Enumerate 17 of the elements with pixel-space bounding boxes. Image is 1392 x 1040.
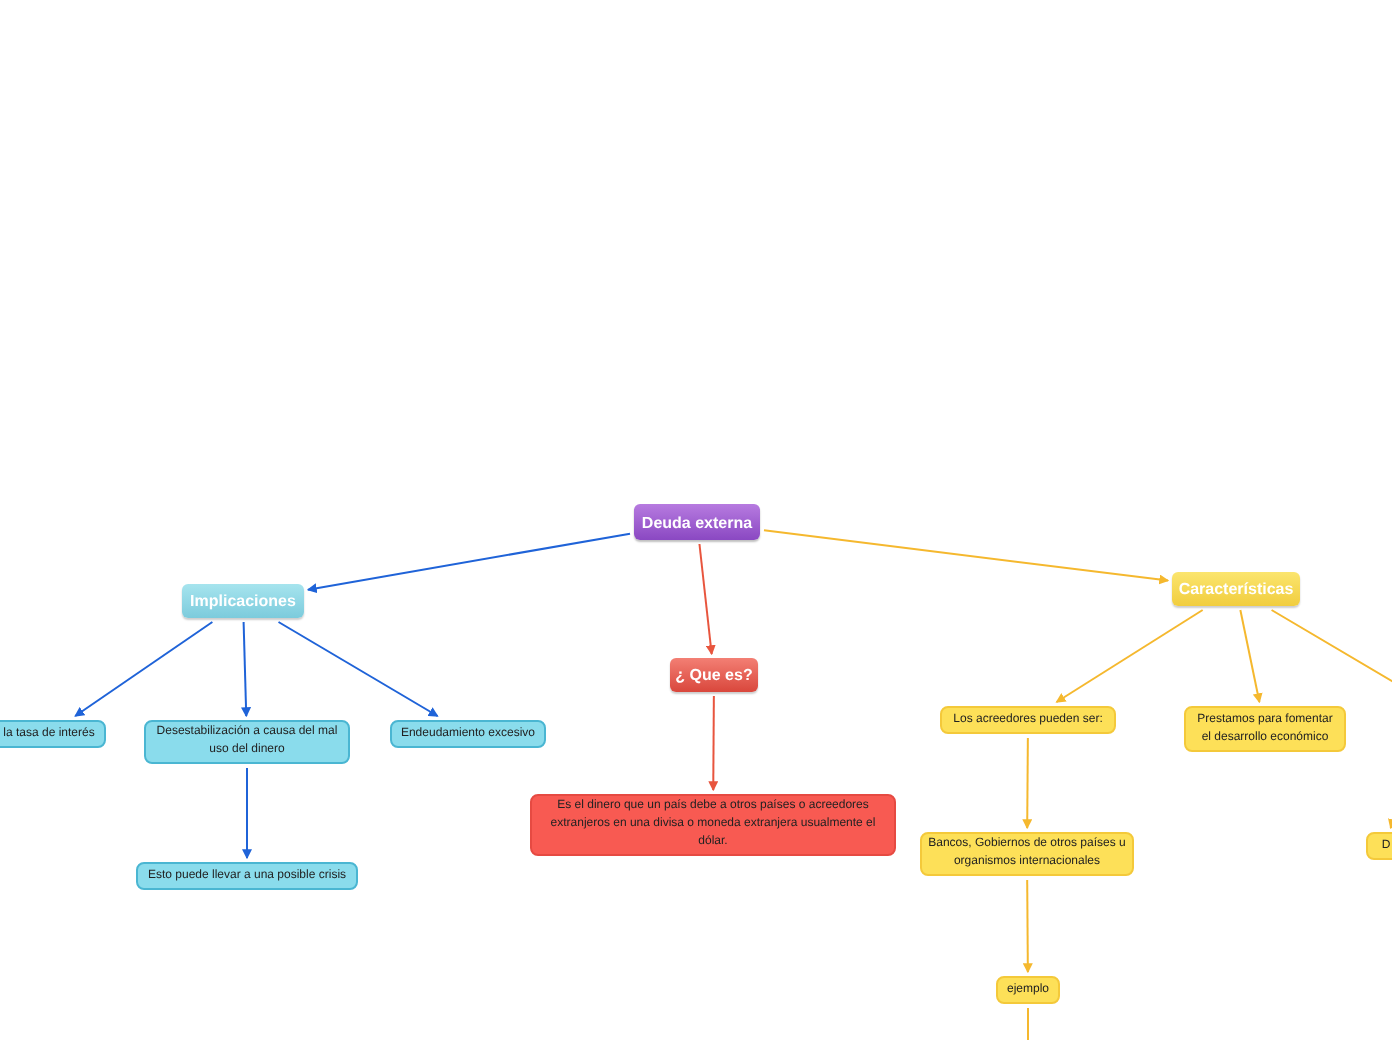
arrow (1022, 879, 1033, 974)
arrow (277, 621, 439, 717)
arrow (698, 543, 716, 656)
arrow (242, 767, 252, 860)
arrow (1055, 609, 1204, 703)
arrow (708, 695, 719, 792)
topic-box: Implicaciones (182, 584, 304, 618)
arrow (763, 529, 1170, 585)
topic-box: Características (1172, 572, 1300, 606)
arrow (1239, 609, 1263, 704)
arrow (1022, 737, 1033, 830)
topic-box: Deuda externa (634, 504, 760, 540)
arrow (241, 621, 251, 718)
topic-box: ¿ Que es? (670, 658, 758, 692)
arrow (74, 621, 214, 717)
arrow (1270, 609, 1392, 830)
arrow (306, 532, 631, 594)
